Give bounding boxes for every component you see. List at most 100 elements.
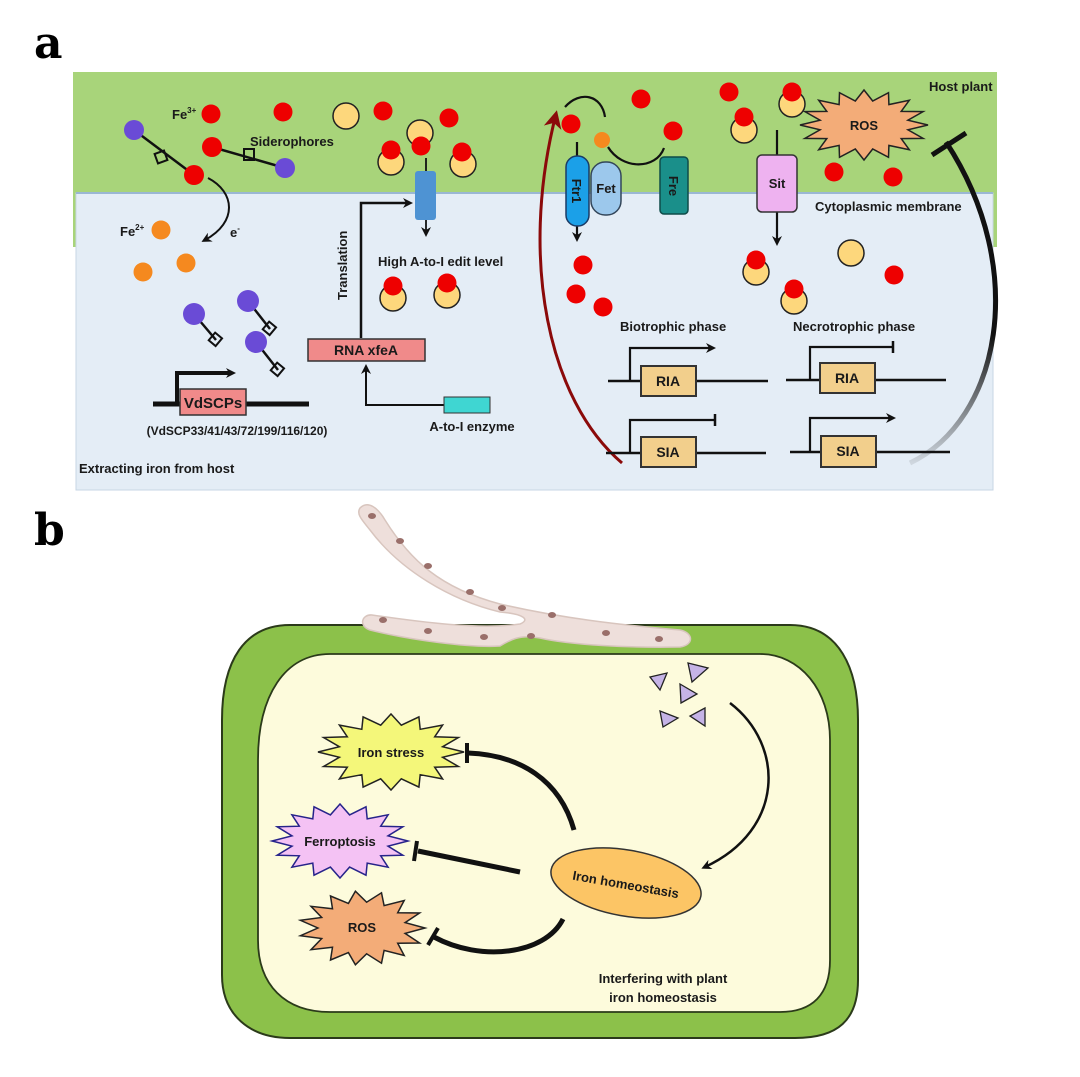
high-edit-level-label: High A-to-I edit level: [378, 254, 503, 269]
effector-icon: [687, 662, 710, 684]
ros-burst-icon: [799, 88, 929, 162]
ferroptosis-burst-icon: [269, 802, 411, 880]
fe2-ion-icon: [133, 262, 153, 282]
fe3-ion-icon: [561, 114, 581, 134]
siderophore-fe-complex: [778, 82, 806, 118]
ros-label: ROS: [850, 118, 879, 133]
effector-to-homeostasis-arrow: [701, 702, 770, 870]
effector-icon: [648, 672, 669, 692]
fe3-ion-icon: [439, 108, 459, 128]
iron-homeostasis-node: [550, 847, 702, 919]
fe3-ion-icon: [566, 284, 586, 304]
fe3-label: Fe3+: [172, 106, 197, 122]
siderophore-fe-complex: [780, 279, 808, 315]
host-plant-label: Host plant: [929, 79, 993, 94]
activation-arrow: [808, 413, 896, 452]
vdscps-gene-box: [179, 388, 247, 416]
sia-gene-biotrophic: SIA: [606, 414, 766, 468]
ria-gene-biotrophic: RIA: [608, 343, 768, 397]
cytoplasmic-membrane-label: Cytoplasmic membrane: [815, 199, 962, 214]
ferroptosis-label: Ferroptosis: [304, 834, 376, 849]
ria-gene-necrotrophic: RIA: [786, 341, 946, 394]
vdscp-protein-icon: [237, 290, 259, 312]
fe3-ion-icon: [631, 89, 651, 109]
effector-proteins: [687, 662, 710, 684]
promoter-arrow: [175, 368, 236, 404]
fe3-ion-icon: [201, 104, 221, 124]
vdscp-protein-icon: [124, 120, 144, 140]
siderophore-fe-complex: [433, 273, 461, 309]
fe3-ion-icon: [411, 136, 431, 156]
inhibit-iron-stress-arc: [467, 750, 577, 831]
extracting-iron-label: Extracting iron from host: [79, 461, 235, 476]
panel-letter-b: b: [34, 505, 65, 556]
ros-label: ROS: [348, 920, 377, 935]
rna-xfea-label: RNA xfeA: [334, 342, 398, 358]
free-vdscp: [183, 303, 224, 348]
fet-label: Fet: [596, 181, 616, 196]
sia-gene-necrotrophic: SIA: [790, 413, 950, 468]
fe3-ion-icon: [373, 101, 393, 121]
siderophore-fe-complex: [449, 142, 477, 178]
sit-label: Sit: [769, 176, 786, 191]
sia-label: SIA: [656, 444, 679, 460]
fe2-label: Fe2+: [120, 223, 145, 239]
a-to-i-enzyme-box: [443, 396, 491, 414]
siderophore-fe-complex: [377, 140, 405, 176]
fe2-ion-icon: [594, 132, 610, 148]
reductase-path: [607, 146, 666, 166]
sia-inhibits-ros-arc: [908, 140, 998, 466]
rna-xfea-box: [307, 338, 426, 362]
free-vdscp: [245, 331, 286, 378]
fe3-ion-icon: [184, 165, 204, 185]
fre-label: Fre: [666, 176, 681, 196]
fe2-ion-icon: [151, 220, 171, 240]
siderophore-fe-complex: [730, 107, 758, 144]
siderophores-label: Siderophores: [250, 134, 334, 149]
activation-arrow: [628, 343, 716, 381]
fe2-ion-icon: [176, 253, 196, 273]
vdscps-gene: VdSCPs: [153, 368, 309, 416]
panel-a: Fe3+ e- Fe2+: [73, 72, 998, 491]
inhibition-bar: [930, 130, 968, 158]
effector-icon: [659, 709, 680, 729]
ftr1-label: Ftr1: [569, 179, 584, 204]
iron-stress-label: Iron stress: [358, 745, 424, 760]
vdscps-label: VdSCPs: [184, 395, 242, 412]
vdscp-protein-icon: [275, 158, 295, 178]
caption-line-2: iron homeostasis: [609, 990, 717, 1005]
siderophore-icon: [332, 102, 360, 130]
panel-b: Iron homeostasis Iron stress Ferroptosis…: [221, 504, 859, 1039]
ferroxidase-path: [564, 95, 607, 118]
translation-arrow: [359, 198, 413, 338]
vdscp-iron-complex: [202, 137, 295, 178]
free-vdscp: [237, 290, 278, 337]
siderophore-transporter: [415, 171, 436, 220]
fe3-ion-icon: [202, 137, 222, 157]
fe3-ion-icon: [573, 255, 593, 275]
ria-label: RIA: [656, 373, 680, 389]
siderophore-fe-complex: [379, 276, 407, 312]
effector-icon: [679, 682, 699, 705]
electron-label: e-: [230, 224, 240, 240]
fe3-ion-icon: [719, 82, 739, 102]
fe3-ion-icon: [884, 265, 904, 285]
fe3-ion-icon: [824, 162, 844, 182]
repression-line: [628, 418, 715, 453]
fre-reductase: [659, 156, 689, 215]
vdscp-protein-icon: [245, 331, 267, 353]
fe3-ion-icon: [593, 297, 613, 317]
iron-stress-burst-icon: [317, 712, 465, 792]
a-to-i-enzyme-label: A-to-I enzyme: [429, 419, 514, 434]
editing-arrow: [361, 364, 445, 406]
ros-burst-icon: [297, 889, 428, 967]
sit-transporter: [756, 154, 798, 213]
vdscps-list-label: (VdSCP33/41/43/72/199/116/120): [147, 424, 328, 438]
inhibit-ros-arc: [432, 917, 566, 955]
biotrophic-phase-label: Biotrophic phase: [620, 319, 726, 334]
biotrophic-activation-arrow: [538, 110, 623, 465]
sia-label: SIA: [836, 443, 859, 459]
repression-line: [808, 345, 893, 380]
reduction-arrow: [201, 177, 230, 242]
